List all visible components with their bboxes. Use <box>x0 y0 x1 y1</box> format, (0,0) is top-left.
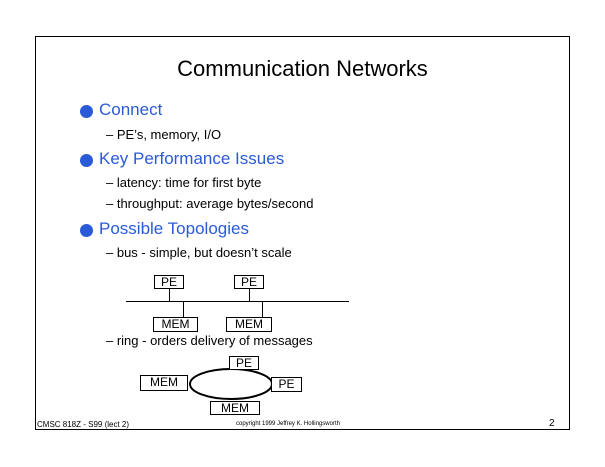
bullet-dot <box>80 224 93 237</box>
ring-pe-right: PE <box>271 377 302 392</box>
bus-connector <box>249 288 250 302</box>
ring-mem-bottom: MEM <box>210 401 260 415</box>
bullet-heading-topologies: Possible Topologies <box>99 219 249 238</box>
mem-box: MEM <box>226 317 272 332</box>
ring-pe-top: PE <box>229 356 259 370</box>
slide-frame <box>35 36 570 430</box>
ring-mem-left: MEM <box>140 375 188 391</box>
sub-item: – latency: time for first byte <box>106 175 262 190</box>
bullet-heading-connect: Connect <box>99 100 163 119</box>
pe-box: PE <box>234 275 264 289</box>
bullet-dot <box>80 105 93 118</box>
slide-title: Communication Networks <box>177 56 428 81</box>
mem-box: MEM <box>153 317 198 332</box>
bus-connector <box>169 288 170 302</box>
ring-ellipse <box>189 368 273 400</box>
sub-item: – throughput: average bytes/second <box>106 196 314 211</box>
bus-connector <box>183 302 184 317</box>
bullet-heading-performance: Key Performance Issues <box>99 149 285 168</box>
footer-copyright: copyright 1999 Jeffrey K. Hollingsworth <box>236 421 340 427</box>
bus-connector <box>262 302 263 317</box>
sub-item: – bus - simple, but doesn’t scale <box>106 245 292 260</box>
pe-box: PE <box>154 275 184 289</box>
sub-item-ring: – ring - orders delivery of messages <box>106 333 313 348</box>
page-number: 2 <box>549 418 555 429</box>
sub-item: – PE’s, memory, I/O <box>106 127 222 142</box>
bus-line <box>126 301 349 302</box>
footer-course: CMSC 818Z - S99 (lect 2) <box>37 420 130 429</box>
bullet-dot <box>80 154 93 167</box>
